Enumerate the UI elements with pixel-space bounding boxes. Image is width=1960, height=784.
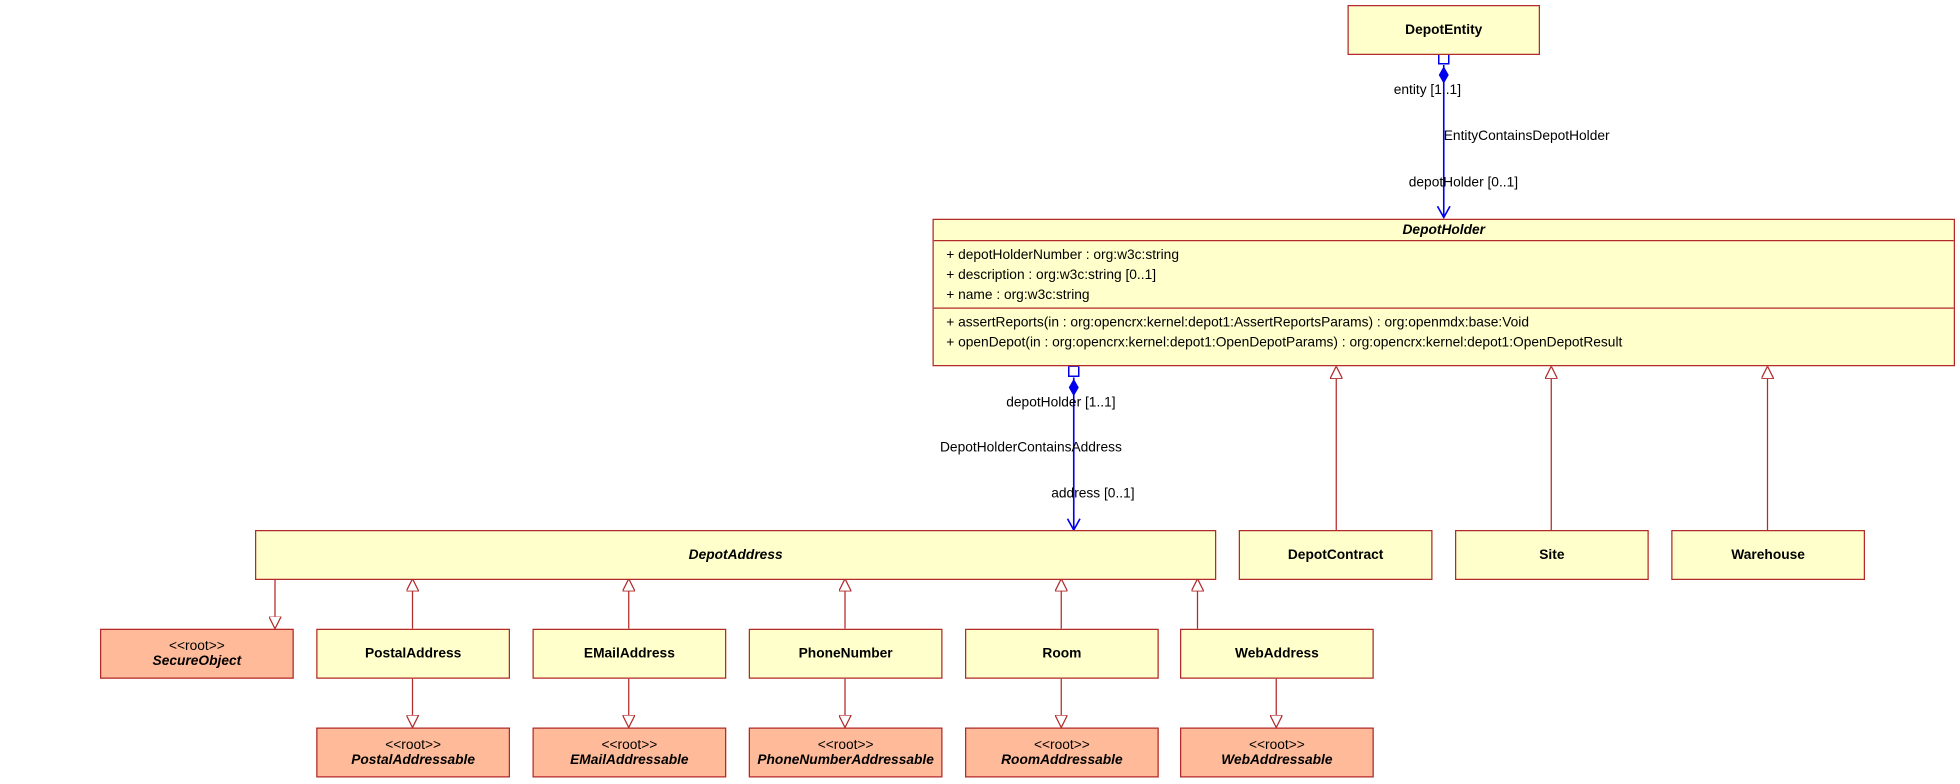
class-name: WebAddressable	[1221, 751, 1333, 767]
class-name: Warehouse	[1731, 547, 1805, 563]
stereotype: <<root>>	[385, 736, 442, 752]
attributes-compartment: + depotHolderNumber : org:w3c:string + d…	[933, 241, 1954, 309]
class-name: DepotAddress	[688, 547, 783, 563]
navigation-arrow	[1436, 205, 1451, 220]
operation: + openDepot(in : org:opencrx:kernel:depo…	[946, 335, 1623, 350]
operation: + assertReports(in : org:opencrx:kernel:…	[946, 315, 1530, 330]
class-depot-contract[interactable]: DepotContract	[1238, 530, 1433, 580]
class-name: PostalAddressable	[351, 751, 476, 767]
class-name: Site	[1539, 547, 1565, 563]
role-depot-holder-target: depotHolder [0..1]	[1408, 175, 1519, 190]
class-site[interactable]: Site	[1455, 530, 1649, 580]
composition-diamond	[1068, 378, 1079, 397]
class-name: DepotContract	[1287, 547, 1384, 563]
class-name: PostalAddress	[364, 646, 462, 662]
role-entity: entity [1..1]	[1393, 82, 1462, 98]
association-name-entity-contains-depot-holder: EntityContainsDepotHolder	[1443, 128, 1610, 144]
class-web-addressable[interactable]: <<root>> WebAddressable	[1180, 727, 1374, 778]
class-name: EMailAddress	[583, 646, 675, 662]
class-name: EMailAddressable	[570, 751, 689, 767]
class-phone-number-addressable[interactable]: <<root>> PhoneNumberAddressable	[748, 727, 943, 778]
class-secure-object[interactable]: <<root>> SecureObject	[100, 628, 294, 679]
attribute: + description : org:w3c:string [0..1]	[946, 267, 1157, 283]
generalizations-depot-holder	[1336, 366, 1767, 530]
class-name: DepotEntity	[1405, 22, 1483, 38]
class-email-address[interactable]: EMailAddress	[532, 628, 727, 679]
attribute: + depotHolderNumber : org:w3c:string	[946, 247, 1179, 263]
class-name: DepotHolder	[933, 220, 1954, 242]
class-name: PhoneNumberAddressable	[757, 751, 934, 767]
composition-diamond	[1438, 66, 1449, 84]
class-postal-address[interactable]: PostalAddress	[316, 628, 510, 679]
role-address: address [0..1]	[1051, 486, 1135, 502]
stereotype: <<root>>	[817, 736, 874, 752]
class-postal-addressable[interactable]: <<root>> PostalAddressable	[316, 727, 510, 778]
class-depot-address[interactable]: DepotAddress	[255, 530, 1217, 580]
generalizations-addressables	[413, 677, 1277, 728]
stereotype: <<root>>	[601, 736, 658, 752]
operations-compartment: + assertReports(in : org:opencrx:kernel:…	[934, 309, 1954, 355]
class-name: RoomAddressable	[1001, 751, 1123, 767]
stereotype: <<root>>	[168, 638, 225, 654]
class-depot-entity[interactable]: DepotEntity	[1347, 5, 1540, 55]
stereotype: <<root>>	[1033, 736, 1090, 752]
association-entity-contains-depot-holder	[1436, 53, 1451, 220]
class-name: WebAddress	[1234, 646, 1319, 662]
association-name-depot-holder-contains-address: DepotHolderContainsAddress	[940, 440, 1122, 455]
class-warehouse[interactable]: Warehouse	[1671, 530, 1865, 580]
class-name: SecureObject	[152, 653, 242, 669]
qualifier-square	[1438, 53, 1450, 65]
qualifier-square	[1068, 365, 1080, 377]
class-web-address[interactable]: WebAddress	[1180, 628, 1374, 679]
class-room[interactable]: Room	[965, 628, 1159, 679]
generalizations-depot-address	[275, 578, 1198, 629]
attribute: + name : org:w3c:string	[946, 287, 1090, 303]
stereotype: <<root>>	[1248, 736, 1305, 752]
class-phone-number[interactable]: PhoneNumber	[748, 628, 943, 679]
class-name: PhoneNumber	[798, 646, 893, 662]
class-room-addressable[interactable]: <<root>> RoomAddressable	[965, 727, 1159, 778]
class-email-addressable[interactable]: <<root>> EMailAddressable	[532, 727, 727, 778]
role-depot-holder-source: depotHolder [1..1]	[1006, 395, 1116, 410]
class-depot-holder[interactable]: DepotHolder + depotHolderNumber : org:w3…	[932, 218, 1955, 367]
class-name: Room	[1042, 646, 1082, 662]
